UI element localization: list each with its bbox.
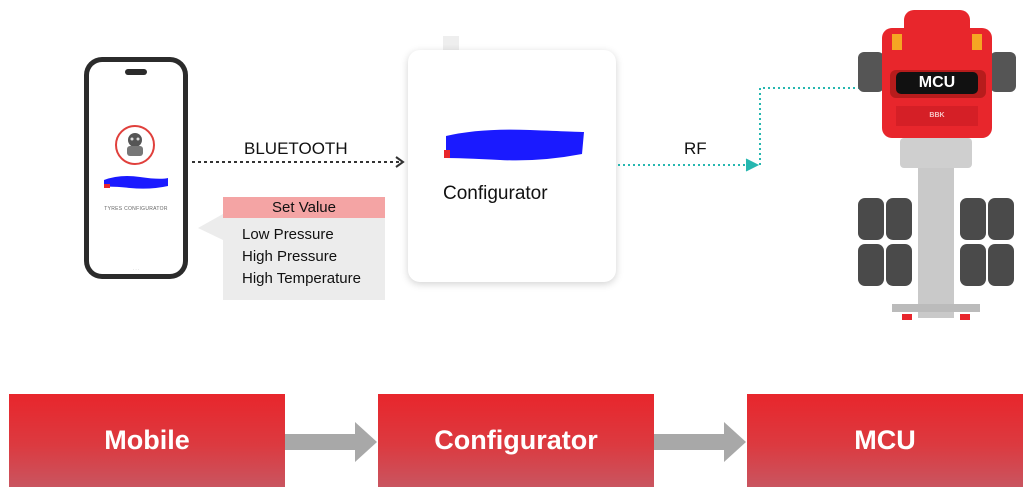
set-value-title: Set Value <box>223 197 385 218</box>
phone-footer: · · · <box>132 267 140 272</box>
flow-step-configurator: Configurator <box>378 394 654 487</box>
rf-label: RF <box>684 139 707 158</box>
set-value-panel: Set Value Low Pressure High Pressure Hig… <box>223 197 385 300</box>
flow-step-mobile: Mobile <box>9 394 285 487</box>
phone-notch <box>125 69 147 75</box>
flow-arrow-2 <box>654 422 746 462</box>
configurator-redaction-mark <box>444 129 584 161</box>
mobile-phone: TYRES CONFIGURATOR · · · <box>84 57 188 279</box>
set-value-item-low-pressure: Low Pressure <box>242 226 334 243</box>
set-value-callout-pointer <box>198 214 223 240</box>
phone-app-name: TYRES CONFIGURATOR <box>104 206 168 212</box>
set-value-item-high-pressure: High Pressure <box>242 248 338 265</box>
bluetooth-label: BLUETOOTH <box>244 139 348 158</box>
bluetooth-arrow <box>192 156 405 168</box>
mcu-badge: MCU <box>918 74 956 91</box>
flow-step-mcu: MCU <box>747 394 1023 487</box>
truck-brand-mark: BBK <box>929 112 945 119</box>
truck-illustration <box>858 10 1016 320</box>
phone-redaction-mark <box>104 176 168 189</box>
phone-screen: TYRES CONFIGURATOR · · · <box>89 62 183 274</box>
configurator-label: Configurator <box>443 183 548 204</box>
rf-arrow <box>618 87 862 172</box>
set-value-item-high-temperature: High Temperature <box>242 270 361 287</box>
app-logo-icon <box>115 125 155 165</box>
configurator-device <box>408 50 616 282</box>
flow-arrow-1 <box>285 422 377 462</box>
